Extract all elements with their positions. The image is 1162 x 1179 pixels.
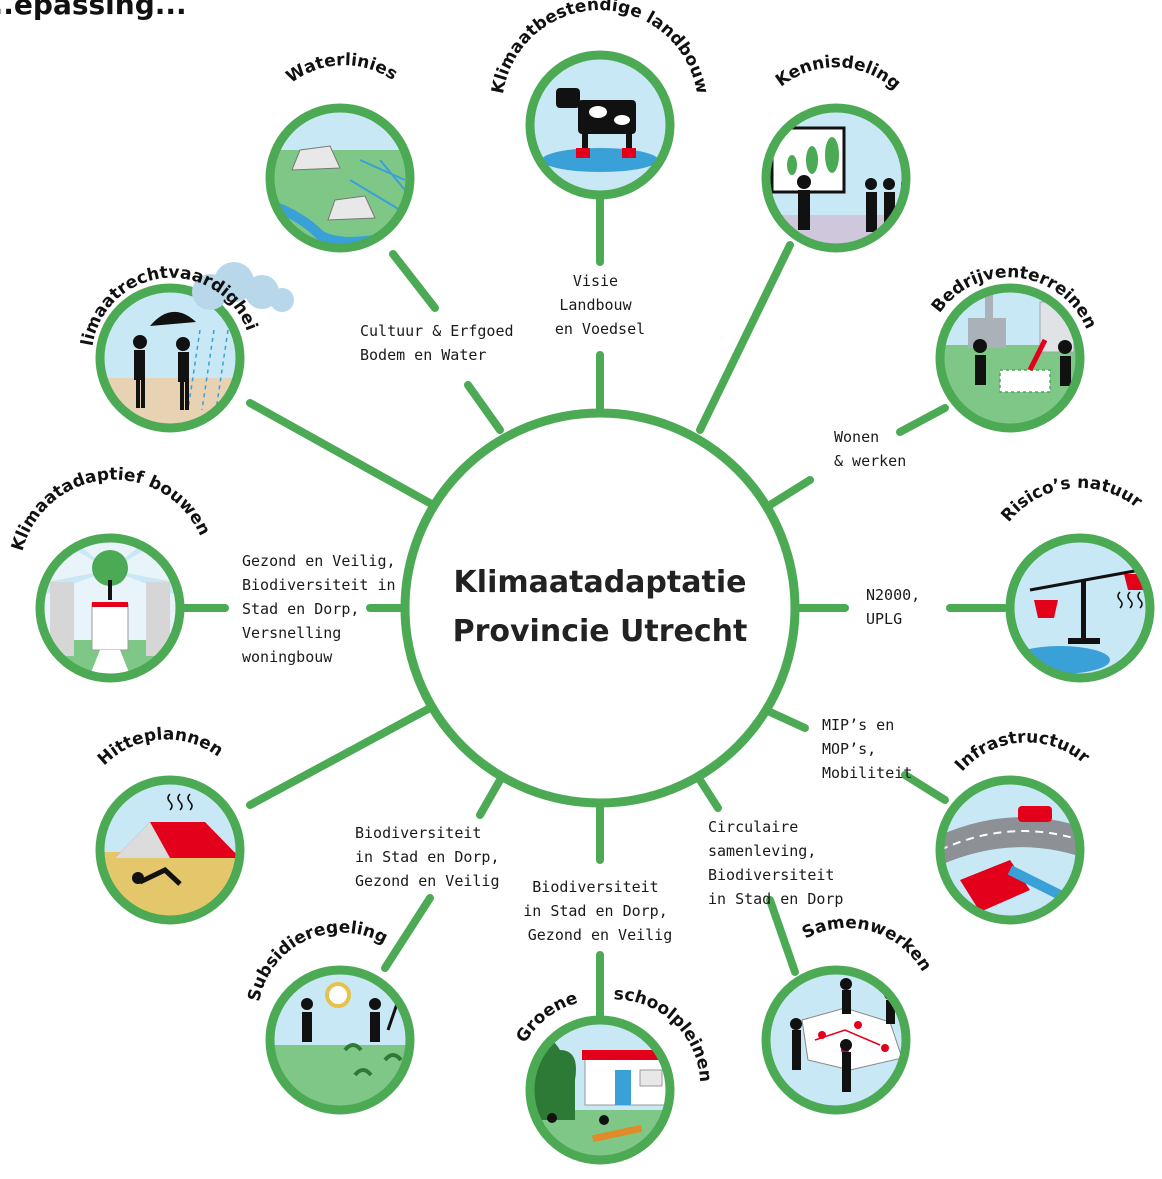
waterlinie-illustration: [270, 108, 410, 248]
node-klimaatrechtvaardigheid: [95, 262, 294, 433]
title-waterlinies: Waterlinies: [283, 50, 401, 87]
connector-samen-upper: [696, 776, 722, 812]
label-infra: MIP’s en MOP’s, Mobiliteit: [822, 716, 912, 782]
node-klimaatadaptief-bouwen: [35, 533, 185, 683]
label-waterlinies: Cultuur & Erfgoed Bodem en Water: [360, 322, 523, 364]
connector-bedrijf-lower: [766, 476, 814, 509]
connector-infra-upper: [766, 708, 809, 732]
center-title-line2: Provincie Utrecht: [453, 614, 748, 649]
bridge-illustration: [940, 780, 1080, 920]
node-infrastructuur: [935, 775, 1085, 925]
tent-illustration: [100, 780, 240, 920]
title-hitteplannen: Hitteplannen: [94, 724, 227, 769]
node-risicos-natuur: [1005, 533, 1155, 683]
central-node: Klimaatadaptatie Provincie Utrecht: [400, 408, 800, 808]
connector-hitte: [246, 704, 434, 809]
cow-illustration: [530, 55, 670, 195]
node-klimaatbestendige-landbouw: [525, 50, 675, 200]
label-landbouw: Visie Landbouw en Voedsel: [555, 272, 645, 338]
label-bedrijven: Wonen & werken: [834, 428, 906, 470]
connector-subsidie-lower: [381, 894, 434, 972]
presentation-illustration: [766, 108, 906, 248]
label-school: Biodiversiteit in Stad en Dorp, Gezond e…: [523, 878, 677, 944]
connector-subsidie-upper: [476, 776, 504, 819]
title-kennisdeling: Kennisdeling: [772, 52, 904, 94]
node-groene-schoolpleinen: [525, 1015, 675, 1165]
building-illustration: [40, 538, 180, 678]
center-title-line1: Klimaatadaptatie: [454, 565, 747, 600]
label-samenwerken: Circulaire samenleving, Biodiversiteit i…: [708, 818, 843, 908]
connector-samen-lower: [766, 896, 799, 976]
connector-labels: Visie Landbouw en Voedsel Cultuur & Erfg…: [242, 272, 929, 944]
label-natuur: N2000, UPLG: [866, 586, 929, 628]
title-infrastructuur: Infrastructuur: [951, 727, 1094, 775]
connector-water-upper: [389, 250, 439, 312]
node-hitteplannen: [95, 775, 245, 925]
connector-water-lower: [464, 381, 504, 434]
connector-kennis: [696, 241, 794, 434]
node-subsidieregeling: [265, 965, 415, 1115]
schoolyard-illustration: [530, 1020, 670, 1160]
node-kennisdeling: [761, 103, 911, 253]
cloud-icon: [192, 262, 294, 312]
connector-bedrijf-upper: [896, 404, 949, 436]
scale-illustration: [1010, 538, 1150, 678]
collaboration-illustration: [766, 970, 906, 1110]
title-samenwerken: Samenwerken: [799, 913, 935, 975]
node-samenwerken: [761, 965, 911, 1115]
node-bedrijventerreinen: [935, 283, 1085, 433]
label-subsidie: Biodiversiteit in Stad en Dorp, Gezond e…: [355, 824, 509, 890]
subsidy-illustration: [270, 970, 410, 1110]
connectors: [180, 192, 1008, 1022]
page-title: ...epassing...: [0, 0, 187, 21]
connector-infra-lower: [901, 771, 949, 804]
label-bouwen: Gezond en Veilig, Biodiversiteit in Stad…: [242, 552, 405, 666]
node-waterlinies: [265, 103, 415, 253]
title-risicos-natuur: Risico’s natuur: [997, 473, 1146, 526]
connector-recht: [246, 399, 439, 510]
